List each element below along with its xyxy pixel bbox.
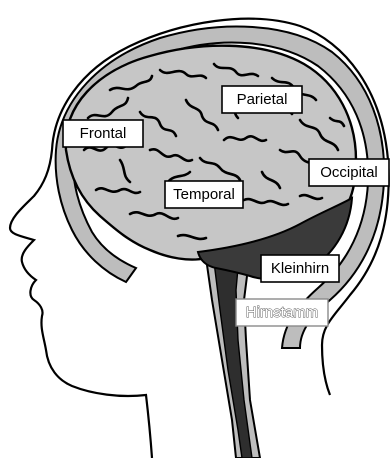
label-kleinhirn-text: Kleinhirn [271,260,329,277]
label-occipital-text: Occipital [320,164,378,181]
label-occipital: Occipital [309,159,389,186]
label-hirnstamm-text: Hirnstamm [246,304,319,321]
label-temporal-text: Temporal [173,186,235,203]
label-hirnstamm: Hirnstamm [236,299,328,326]
label-kleinhirn: Kleinhirn [261,255,339,282]
label-temporal: Temporal [165,181,243,208]
label-frontal: Frontal [63,120,143,147]
label-parietal: Parietal [222,86,302,113]
label-parietal-text: Parietal [237,91,288,108]
label-frontal-text: Frontal [80,125,127,142]
